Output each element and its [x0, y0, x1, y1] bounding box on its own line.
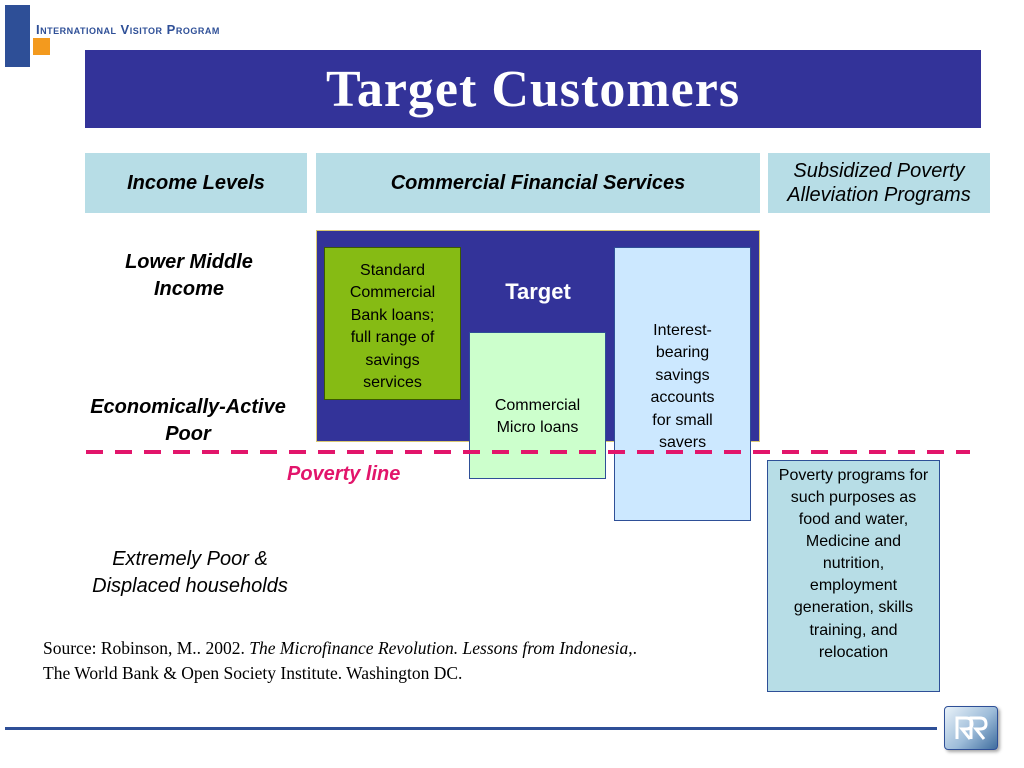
target-label: Target [505, 279, 571, 304]
level-extremely-poor: Extremely Poor & Displaced households [92, 548, 288, 597]
poverty-line [86, 450, 970, 454]
logo-orange-square [33, 38, 50, 55]
title-bar: Target Customers [85, 50, 981, 128]
page-title: Target Customers [325, 60, 741, 118]
column-header-subsidized-programs: Subsidized Poverty Alleviation Programs [768, 153, 990, 213]
logo-blue-bar [5, 5, 30, 67]
standard-loans-box: Standard Commercial Bank loans; full ran… [324, 247, 461, 400]
standard-loans-text: Standard Commercial Bank loans; full ran… [349, 262, 436, 391]
savings-accounts-box: Interest-bearing savings accounts for sm… [614, 247, 751, 521]
poverty-programs-text: Poverty programs for such purposes as fo… [778, 467, 929, 661]
source-citation: Source: Robinson, M.. 2002. The Microfin… [43, 636, 637, 685]
poverty-line-label: Poverty line [287, 463, 401, 485]
org-name: International Visitor Program [36, 22, 220, 37]
rr-logo-icon [944, 706, 998, 750]
savings-accounts-text: Interest-bearing savings accounts for sm… [650, 322, 715, 451]
level-economically-active-poor: Economically-Active Poor [90, 396, 286, 445]
micro-loans-box: Commercial Micro loans [469, 332, 606, 479]
footer-divider [5, 727, 937, 730]
column-header-income-levels: Income Levels [85, 153, 307, 213]
source-suffix: ,. The World Bank & Open Society Institu… [43, 638, 637, 683]
level-lower-middle-income: Lower Middle Income [125, 251, 253, 300]
rr-logo-glyph [955, 716, 988, 740]
source-book-title: The Microfinance Revolution. Lessons fro… [249, 638, 629, 658]
column-header-commercial-services: Commercial Financial Services [316, 153, 760, 213]
poverty-programs-box: Poverty programs for such purposes as fo… [767, 460, 940, 692]
source-prefix: Source: Robinson, M.. 2002. [43, 638, 250, 658]
micro-loans-text: Commercial Micro loans [494, 397, 581, 437]
